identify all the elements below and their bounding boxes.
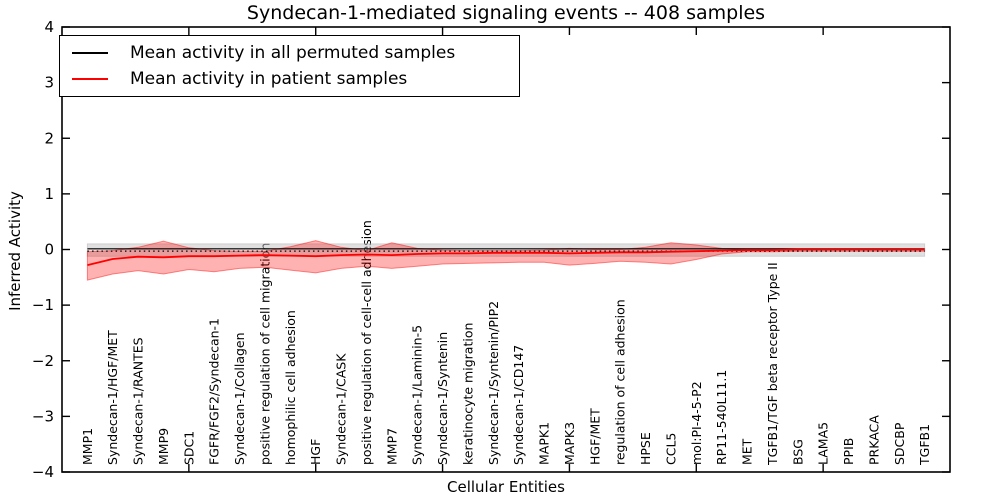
x-tick-label: FGFR/FGF2/Syndecan-1 (207, 318, 222, 465)
x-tick-label: MAPK1 (537, 422, 552, 465)
y-tick-label: −4 (32, 463, 54, 481)
x-tick-label: BSG (790, 439, 805, 465)
legend-line-patient-icon (72, 78, 108, 80)
y-tick-label: 2 (44, 129, 54, 147)
x-tick-label: mol:PI-4-5-P2 (689, 381, 704, 465)
x-tick-label: HPSE (638, 432, 653, 465)
chart-title: Syndecan-1-mediated signaling events -- … (246, 2, 766, 24)
legend-entry-permuted: Mean activity in all permuted samples (72, 40, 519, 66)
y-tick-label: 3 (44, 74, 54, 92)
x-tick-label: positive regulation of cell migration (258, 243, 273, 465)
x-tick-label: Syndecan-1/HGF/MET (105, 330, 120, 465)
x-tick-label: MMP1 (80, 428, 95, 465)
x-tick-label: MAPK3 (562, 422, 577, 465)
legend-label-patient: Mean activity in patient samples (130, 69, 408, 89)
legend: Mean activity in all permuted samples Me… (59, 35, 520, 97)
y-tick-label: −3 (32, 407, 54, 425)
x-tick-label: HGF (308, 439, 323, 465)
x-tick-label: CCL5 (663, 433, 678, 465)
x-tick-label: PRKACA (866, 415, 881, 465)
x-tick-label: PPIB (841, 438, 856, 465)
x-tick-label: LAMA5 (816, 422, 831, 465)
x-tick-label: RP11-540L11.1 (714, 370, 729, 465)
x-tick-label: MMP7 (384, 428, 399, 465)
x-tick-label: TGFB1 (917, 424, 932, 466)
x-tick-label: Syndecan-1/Collagen (232, 332, 247, 465)
x-tick-label: TGFB1/TGF beta receptor Type II (765, 262, 780, 466)
x-tick-label: homophilic cell adhesion (283, 310, 298, 465)
x-tick-label: SDC1 (181, 431, 196, 465)
permuted-band (86, 243, 926, 257)
legend-line-permuted-icon (72, 52, 108, 54)
x-tick-label: positive regulation of cell-cell adhesio… (359, 220, 374, 465)
y-tick-label: 4 (44, 18, 54, 36)
y-tick-label: 1 (44, 185, 54, 203)
x-tick-label: MMP9 (156, 428, 171, 465)
x-tick-label: Syndecan-1/Laminin-5 (410, 325, 425, 465)
legend-entry-patient: Mean activity in patient samples (72, 66, 519, 92)
x-tick-label: Syndecan-1/CD147 (511, 345, 526, 465)
x-tick-label: MET (740, 438, 755, 465)
patient-mean-line (87, 248, 925, 266)
x-tick-label: SDCBP (892, 422, 907, 465)
y-tick-label: −2 (32, 352, 54, 370)
legend-label-permuted: Mean activity in all permuted samples (130, 43, 456, 63)
y-tick-label: 0 (44, 241, 54, 259)
x-tick-label: HGF/MET (587, 408, 602, 465)
x-tick-label: Syndecan-1/Syntenin (435, 332, 450, 465)
y-axis-label: Inferred Activity (6, 191, 24, 311)
x-axis-label: Cellular Entities (447, 478, 565, 496)
y-tick-label: −1 (32, 296, 54, 314)
x-tick-label: Syndecan-1/CASK (334, 353, 349, 465)
x-tick-label: Syndecan-1/RANTES (131, 337, 146, 465)
x-tick-label: keratinocyte migration (460, 323, 475, 465)
x-tick-label: regulation of cell adhesion (613, 299, 628, 465)
x-tick-label: Syndecan-1/Syntenin/PIP2 (486, 301, 501, 465)
